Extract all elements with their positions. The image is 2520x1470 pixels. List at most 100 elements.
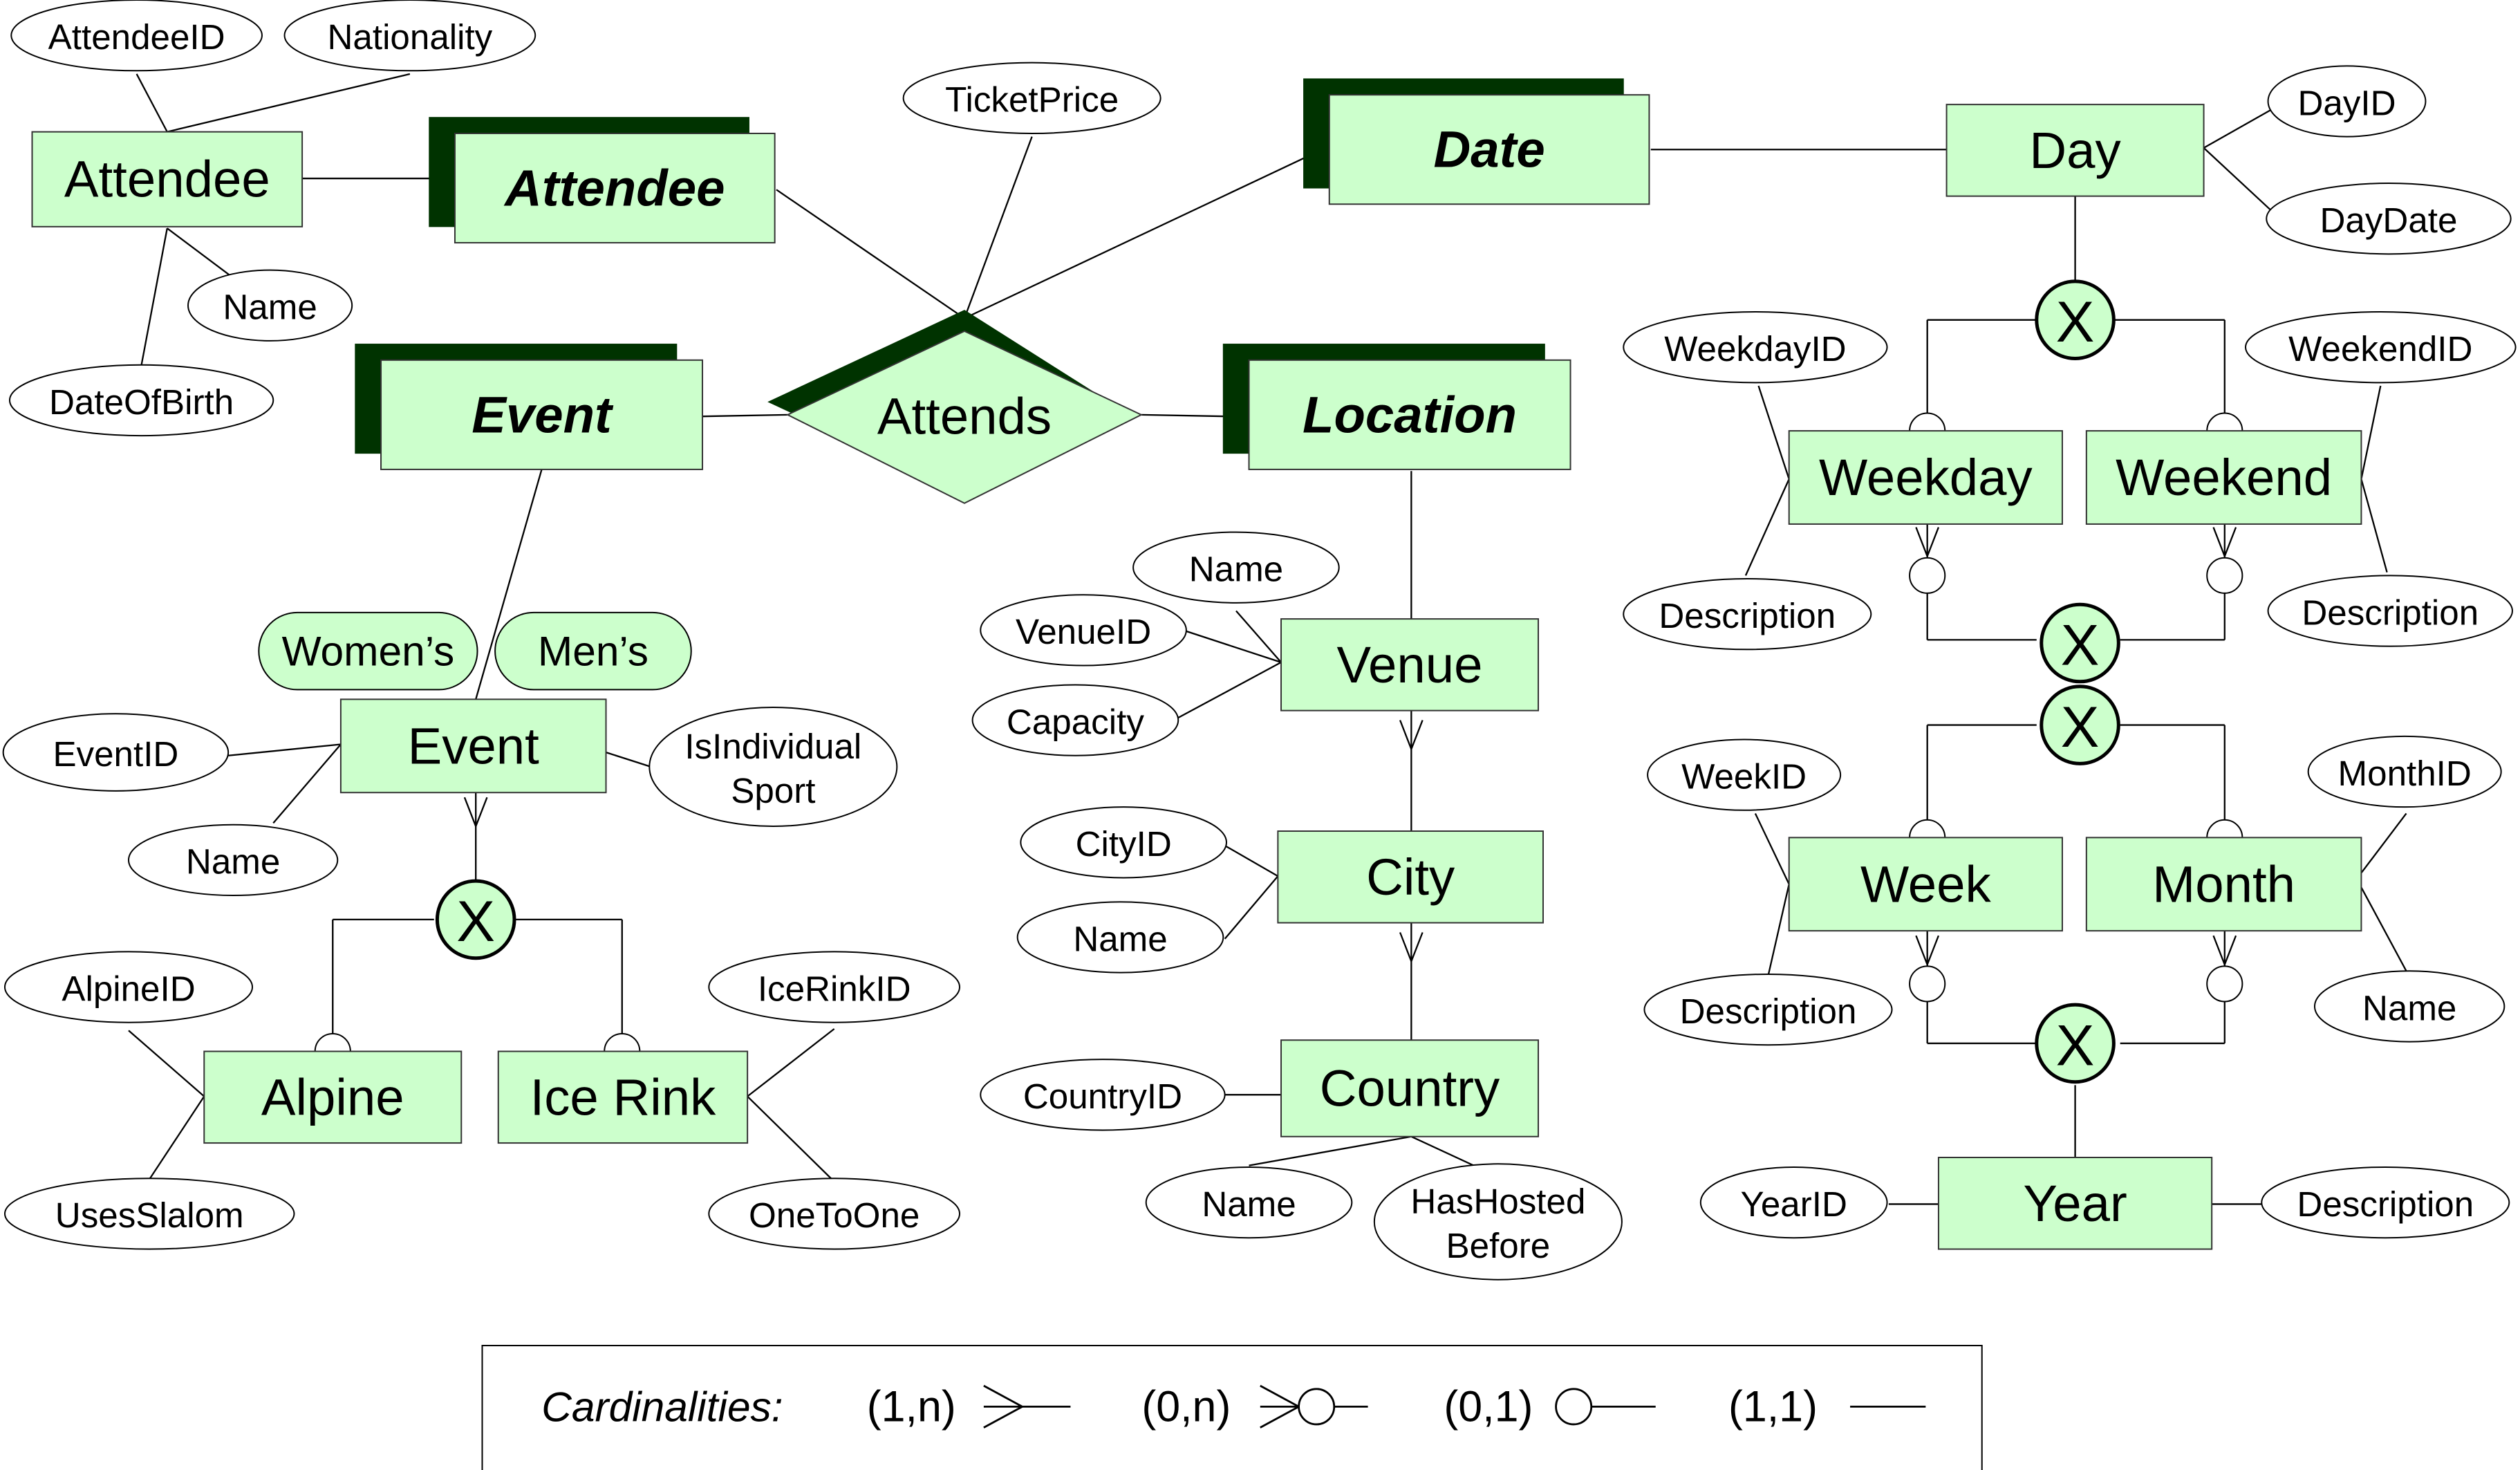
attribute-weekdayid: WeekdayID [1623,311,1888,384]
crows-foot-marker [2212,935,2237,967]
dimension-label: Location [1303,386,1517,443]
dimension-label: Attendee [503,160,725,217]
attribute-dateofbirth: DateOfBirth [8,364,274,437]
attribute-ellipse [3,1178,295,1250]
attribute-label: DateOfBirth [49,382,234,422]
attribute-usesslalom: UsesSlalom [3,1178,295,1250]
attribute-ellipse [187,269,353,342]
entity-box [1277,830,1544,924]
exclusive-x-icon: X [2035,279,2116,360]
legend-label-one-many: (1,n) [867,1382,956,1431]
crows-foot-marker [1399,720,1424,752]
attribute-weekid: WeekID [1647,738,1842,811]
exclusive-x-icon: X [435,879,516,960]
connector-line [167,73,411,133]
entity-weekend: Weekend [2085,430,2362,525]
attribute-weekendid: WeekendID [2245,311,2517,384]
attribute-dayid: DayID [2267,65,2427,138]
attribute-ellipse [2245,311,2517,384]
attribute-venue-name: Name [1132,531,1340,604]
attribute-ellipse [1145,1166,1353,1239]
attribute-label: HasHosted [1410,1182,1585,1221]
crows-foot-marker [1399,932,1424,964]
dim-date: Date [1303,78,1650,205]
entity-week: Week [1788,837,2063,932]
optional-circle-marker [2206,965,2243,1003]
attribute-event-name: Name [128,824,339,897]
dimension-label: Date [1433,121,1544,178]
attribute-ellipse [1699,1166,1888,1239]
connector-line [228,743,342,756]
entity-weekday: Weekday [1788,430,2063,525]
entity-venue: Venue [1280,618,1540,711]
fact-label: Attends [877,388,1052,445]
exclusive-x-icon: X [2035,1003,2116,1084]
exclusive-x-icon: X [2040,602,2120,684]
connector-line [747,1095,835,1182]
attribute-label: EventID [53,734,178,774]
entity-month: Month [2085,837,2362,932]
entity-box [1280,618,1540,711]
entity-label: Venue [1337,636,1483,694]
attribute-label: UsesSlalom [55,1195,244,1235]
connector-line [1757,385,1790,480]
attribute-ellipse [708,951,961,1023]
entity-label: Weekend [2116,449,2332,506]
entity-box [1945,104,2205,197]
attribute-nationality: Nationality [283,0,536,72]
specialization-mens: Men’s [494,611,692,691]
attribute-eventid: EventID [2,713,230,792]
connector-line [128,1030,205,1097]
exclusive-x-icon: X [2040,685,2120,765]
attribute-label: AlpineID [62,969,195,1008]
dim-attendee: Attendee [429,117,776,244]
entity-alpine: Alpine [203,1050,463,1144]
connector-line [606,752,651,768]
legend-label-one-one: (1,1) [1728,1382,1818,1431]
dimension-box [454,132,776,244]
attribute-ellipse [128,824,339,897]
attribute-weekend-description: Description [2267,575,2513,647]
entity-label: Country [1320,1060,1500,1117]
attribute-label: Name [2362,988,2456,1027]
connector-line [2360,478,2388,573]
attribute-monthid: MonthID [2307,735,2502,808]
connector-line [1182,629,1282,663]
fact-diamond [785,330,1144,504]
attribute-label: DayID [2297,83,2396,122]
connector-line [475,469,543,700]
attribute-alpineid: AlpineID [3,951,254,1023]
attribute-ellipse [8,364,274,437]
connector-line [1224,844,1278,877]
attribute-ellipse [980,594,1187,667]
attribute-ellipse [2,713,230,792]
attribute-venueid: VenueID [980,594,1187,667]
attribute-label: MonthID [2338,754,2472,793]
connector-line [147,1096,205,1182]
exclusive-x-label: X [456,888,495,953]
attribute-ellipse [10,0,263,72]
attribute-country-name: Name [1145,1166,1353,1239]
connector-line [964,156,1306,319]
connector-line [272,743,342,824]
crows-foot-marker [1915,527,1940,559]
attribute-ellipse [1623,578,1872,651]
connector-line [747,1028,835,1097]
attribute-ellipse [2267,65,2427,138]
exclusive-circle [435,879,516,960]
entity-city: City [1277,830,1544,924]
attribute-attendee-name: Name [187,269,353,342]
attribute-ellipse [980,1059,1226,1131]
attribute-label: WeekID [1681,756,1807,796]
specialization-pill [494,611,692,691]
exclusive-x-label: X [2061,612,2100,677]
attribute-label: Name [1073,919,1167,958]
dim-event: Event [355,344,704,470]
connector-line [1249,1135,1412,1166]
entity-country: Country [1280,1039,1540,1137]
